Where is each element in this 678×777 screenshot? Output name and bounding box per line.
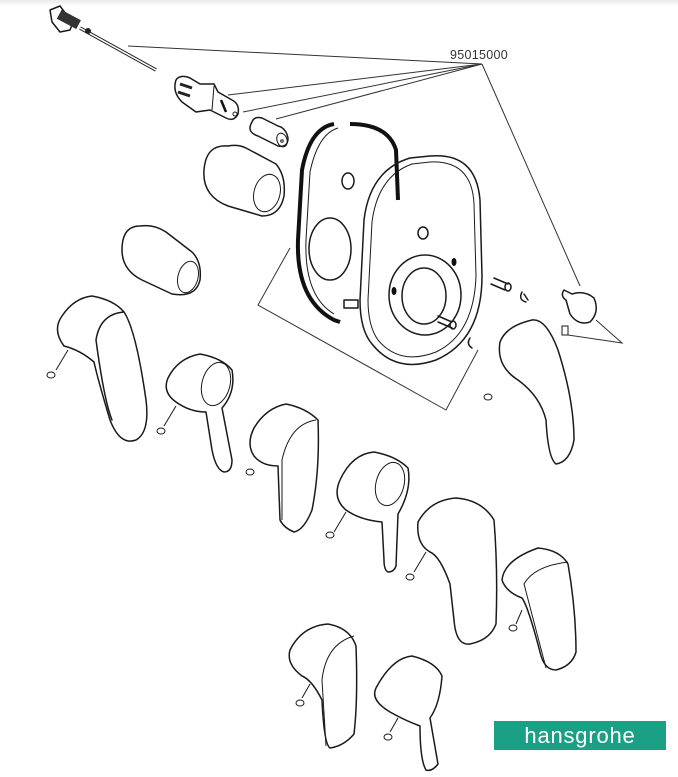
handle-7 (288, 623, 358, 749)
handle-right (498, 319, 575, 465)
part-number-label: 95015000 (450, 48, 509, 62)
spindle-rod-part (49, 5, 157, 72)
handle-5 (405, 497, 498, 645)
handle-3 (245, 403, 320, 533)
cover-sleeve-large-part (203, 144, 286, 217)
handle-8 (373, 655, 443, 772)
hansgrohe-logo: hansgrohe (494, 721, 666, 750)
leader-lines (127, 45, 624, 411)
top-edge-shadow (0, 0, 678, 6)
cover-sleeve-small-part (121, 224, 202, 296)
cartridge-part (174, 75, 240, 121)
screws-clips (467, 277, 529, 401)
handle-1 (46, 295, 148, 442)
extension-sleeve-part (249, 116, 289, 148)
brand-name: hansgrohe (524, 722, 636, 748)
diverter-knob-part (561, 289, 597, 336)
escutcheon-plate-part (359, 154, 483, 366)
handle-2 (156, 353, 234, 473)
handle-6 (501, 547, 577, 671)
handle-4 (325, 451, 410, 573)
gasket-part (295, 122, 400, 324)
